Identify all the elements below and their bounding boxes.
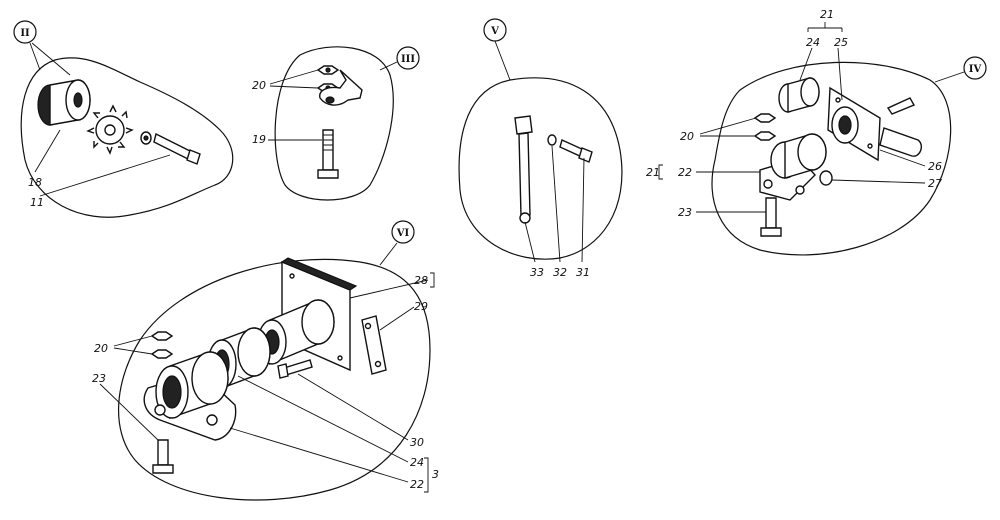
label-20-iii: 20 <box>252 79 266 92</box>
label-21-side: 21 <box>646 166 660 179</box>
housing-part-22-iv <box>759 133 827 201</box>
nut-iv-a <box>753 113 777 123</box>
washer-part-32 <box>547 134 557 146</box>
group-vi: VI <box>92 220 439 501</box>
label-22-vi: 22 <box>410 478 424 491</box>
label-27: 27 <box>928 177 942 190</box>
label-29: 29 <box>414 300 428 313</box>
group-iii: III 20 19 <box>252 46 420 201</box>
group-iii-outline <box>274 46 394 201</box>
lever-bracket <box>319 69 363 106</box>
group-iv-callout-circle <box>963 56 987 80</box>
plate-part-26 <box>879 127 922 157</box>
bushing-part-24-iv <box>778 77 820 113</box>
pin-part <box>886 97 916 115</box>
group-vi-numeral: VI <box>396 228 410 239</box>
washer-part-27 <box>819 170 833 186</box>
flange-part-25 <box>827 86 881 162</box>
bolt-part-30 <box>277 359 313 379</box>
label-23-iv: 23 <box>678 206 692 219</box>
label-24-iv: 24 <box>806 36 820 49</box>
link-part-33 <box>514 115 533 224</box>
nut-vi-b <box>150 349 174 359</box>
nut-vi-a <box>150 331 174 341</box>
nut-iv-b <box>753 131 777 141</box>
label-19: 19 <box>252 133 266 146</box>
label-24-vi: 24 <box>410 456 424 469</box>
group-v: V 33 32 31 <box>458 18 623 279</box>
label-3: 3 <box>432 468 439 481</box>
bolt-part-11 <box>140 131 201 165</box>
group-ii-callout-circle <box>13 20 37 44</box>
group-iv-outline <box>711 61 952 256</box>
label-20-vi: 20 <box>94 342 108 355</box>
group-iii-callout-circle <box>396 46 420 70</box>
label-25: 25 <box>834 36 848 49</box>
group-ii: II 18 11 <box>13 20 234 218</box>
bolt-part-23-iv <box>760 197 782 237</box>
label-23-vi: 23 <box>92 372 106 385</box>
group-iv: IV 21 <box>646 8 987 256</box>
label-26: 26 <box>928 160 942 173</box>
bolt-part-19 <box>317 129 339 179</box>
group-v-outline <box>458 77 623 260</box>
label-11: 11 <box>30 196 44 209</box>
label-18: 18 <box>28 176 42 189</box>
label-31: 31 <box>576 266 590 279</box>
label-22-iv: 22 <box>678 166 692 179</box>
plate-part-29 <box>361 315 387 375</box>
label-32: 32 <box>553 266 567 279</box>
label-33: 33 <box>530 266 544 279</box>
group-vi-callout-circle <box>391 220 415 244</box>
group-v-numeral: V <box>490 26 499 37</box>
group-ii-numeral: II <box>20 28 30 39</box>
coupling-part-18 <box>37 79 91 126</box>
group-iv-numeral: IV <box>969 64 982 75</box>
bolt-part-23-vi <box>152 439 174 474</box>
group-ii-outline <box>20 57 234 218</box>
bolt-part-31 <box>559 139 593 163</box>
label-28: 28 <box>414 274 428 287</box>
housing-part-22-vi <box>143 351 237 441</box>
label-21-top: 21 <box>820 8 834 21</box>
label-20-iv: 20 <box>680 130 694 143</box>
group-iii-numeral: III <box>401 54 415 65</box>
star-washer <box>86 104 134 155</box>
flange-part-28 <box>257 257 358 372</box>
label-30: 30 <box>410 436 424 449</box>
